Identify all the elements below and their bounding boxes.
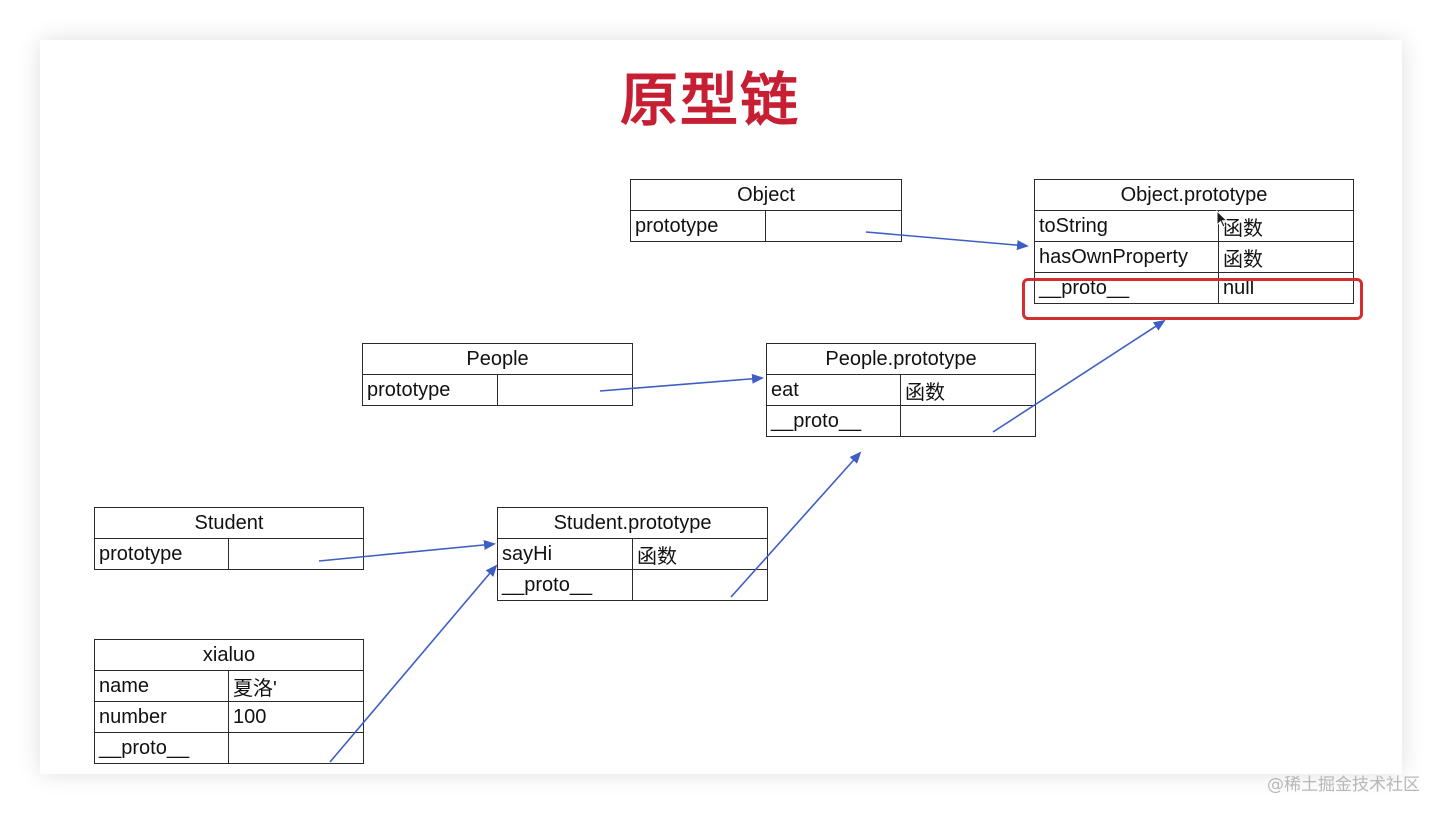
arrow-people-to-people-prototype bbox=[599, 373, 764, 392]
row-value: 函数 bbox=[899, 374, 1037, 406]
table-row: hasOwnProperty 函数 bbox=[1034, 241, 1354, 273]
table-header: xialuo bbox=[93, 639, 365, 671]
student-prototype-table: Student.prototype sayHi 函数 __proto__ bbox=[496, 507, 769, 601]
row-value bbox=[631, 569, 769, 601]
table-row: sayHi 函数 bbox=[497, 538, 769, 570]
arrow-xialuo-proto-to-student-prototype bbox=[329, 564, 498, 763]
table-row: toString 函数 bbox=[1034, 210, 1354, 242]
row-key: __proto__ bbox=[497, 569, 633, 601]
row-key: sayHi bbox=[497, 538, 633, 570]
row-value: 函数 bbox=[631, 538, 769, 570]
table-row: __proto__ null bbox=[1034, 272, 1354, 304]
arrow-people-proto-to-object-prototype bbox=[992, 319, 1166, 433]
object-prototype-table: Object.prototype toString 函数 hasOwnPrope… bbox=[1034, 179, 1354, 304]
object-table: Object prototype bbox=[630, 179, 902, 242]
table-row: __proto__ bbox=[497, 569, 769, 601]
row-key: prototype bbox=[94, 538, 229, 570]
proto-null-highlight bbox=[1022, 278, 1363, 320]
row-value bbox=[899, 405, 1037, 437]
arrow-student-proto-to-people-prototype bbox=[730, 451, 862, 598]
row-key: __proto__ bbox=[1034, 272, 1219, 304]
xialuo-table: xialuo name 夏洛' number 100 __proto__ bbox=[93, 639, 365, 764]
row-key: number bbox=[94, 701, 229, 733]
arrow-object-to-object-prototype bbox=[865, 231, 1029, 251]
watermark: @稀土掘金技术社区 bbox=[1267, 775, 1420, 795]
row-key: __proto__ bbox=[766, 405, 901, 437]
table-header: Object.prototype bbox=[1034, 179, 1354, 211]
page-title: 原型链 bbox=[619, 66, 800, 134]
table-header: Student bbox=[93, 507, 365, 539]
row-key: toString bbox=[1034, 210, 1219, 242]
table-row: prototype bbox=[94, 538, 365, 570]
people-prototype-table: People.prototype eat 函数 __proto__ bbox=[765, 343, 1037, 437]
row-key: hasOwnProperty bbox=[1034, 241, 1219, 273]
row-value bbox=[227, 732, 365, 764]
row-value bbox=[765, 210, 902, 242]
table-header: Student.prototype bbox=[496, 507, 769, 539]
table-row: name 夏洛' bbox=[94, 670, 365, 702]
row-key: __proto__ bbox=[94, 732, 229, 764]
row-key: name bbox=[94, 670, 229, 702]
table-row: __proto__ bbox=[766, 405, 1037, 437]
table-row: __proto__ bbox=[94, 732, 365, 764]
arrow-student-to-student-prototype bbox=[318, 539, 496, 562]
table-header: Object bbox=[630, 179, 902, 211]
row-value: 函数 bbox=[1218, 210, 1354, 242]
student-table: Student prototype bbox=[93, 507, 365, 570]
row-value bbox=[227, 538, 365, 570]
table-row: prototype bbox=[630, 210, 902, 242]
row-value: 夏洛' bbox=[227, 670, 365, 702]
row-key: prototype bbox=[362, 374, 498, 406]
row-value: 函数 bbox=[1218, 241, 1354, 273]
row-value: 100 bbox=[227, 701, 365, 733]
table-header: People bbox=[362, 343, 633, 375]
row-value: null bbox=[1218, 272, 1354, 304]
pointer-cursor-icon bbox=[1216, 210, 1229, 228]
table-row: number 100 bbox=[94, 701, 365, 733]
row-key: prototype bbox=[630, 210, 766, 242]
